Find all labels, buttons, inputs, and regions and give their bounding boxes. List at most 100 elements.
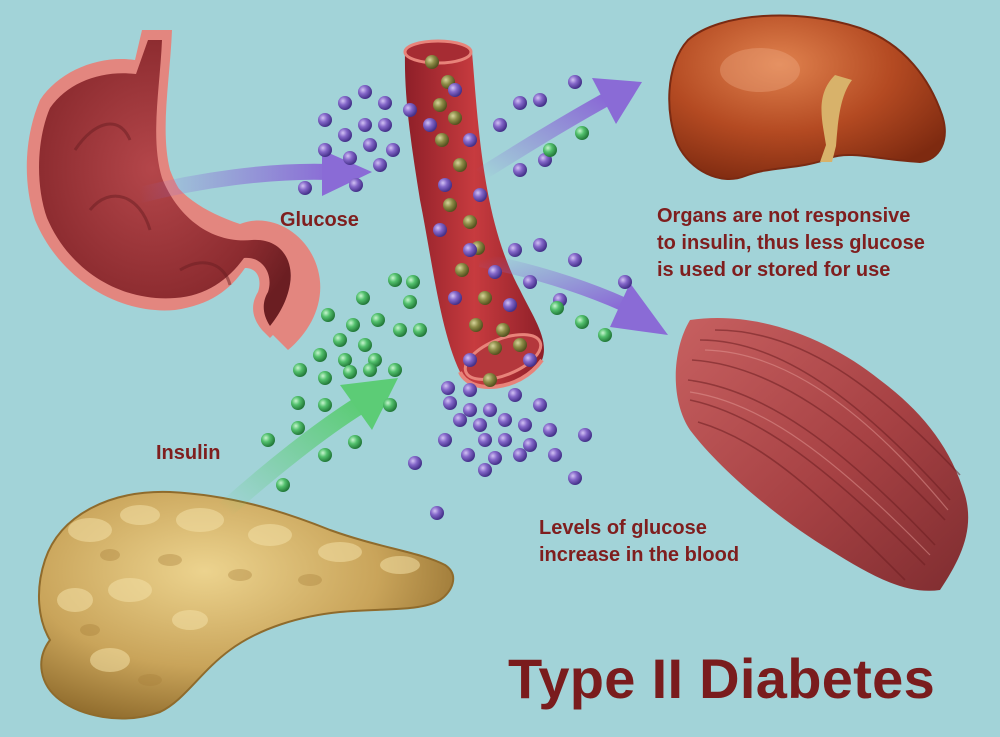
liver-icon <box>668 14 946 181</box>
blood-molecule <box>455 263 469 277</box>
glucose-molecule <box>478 463 492 477</box>
blood-molecule <box>463 353 477 367</box>
glucose-molecule <box>463 403 477 417</box>
glucose-molecule <box>493 118 507 132</box>
insulin-molecule <box>358 338 372 352</box>
blood-molecule <box>503 298 517 312</box>
glucose-molecule <box>578 428 592 442</box>
glucose-molecule <box>478 433 492 447</box>
pancreas-to-blood-arrow <box>219 378 398 517</box>
blood-molecule <box>488 265 502 279</box>
insulin-molecule <box>333 333 347 347</box>
insulin-molecules <box>261 126 612 492</box>
glucose-molecule <box>473 418 487 432</box>
glucose-molecule <box>463 383 477 397</box>
glucose-molecule <box>533 238 547 252</box>
insulin-molecule <box>406 275 420 289</box>
insulin-molecule <box>343 365 357 379</box>
glucose-molecule <box>508 388 522 402</box>
insulin-molecule <box>388 363 402 377</box>
glucose-molecule <box>568 75 582 89</box>
blood-molecule <box>448 83 462 97</box>
glucose-molecule <box>513 96 527 110</box>
glucose-molecule <box>498 413 512 427</box>
blood-molecule <box>496 323 510 337</box>
glucose-molecules <box>298 75 632 520</box>
blood-vessel-icon <box>403 39 544 389</box>
blood-description: Levels of glucose increase in the blood <box>539 515 739 569</box>
blood-molecule <box>478 291 492 305</box>
blood-molecule <box>438 178 452 192</box>
glucose-molecule <box>513 163 527 177</box>
glucose-molecule <box>513 448 527 462</box>
glucose-molecule <box>568 471 582 485</box>
glucose-molecule <box>523 275 537 289</box>
glucose-molecule <box>298 181 312 195</box>
insulin-molecule <box>550 301 564 315</box>
insulin-molecule <box>383 398 397 412</box>
organs-line-3: is used or stored for use <box>657 259 891 281</box>
insulin-molecule <box>403 295 417 309</box>
blood-molecule <box>425 55 439 69</box>
insulin-molecule <box>276 478 290 492</box>
blood-molecule <box>423 118 437 132</box>
blood-molecule <box>469 318 483 332</box>
blood-molecule <box>463 133 477 147</box>
glucose-molecule <box>378 96 392 110</box>
glucose-molecule <box>533 93 547 107</box>
insulin-molecule <box>371 313 385 327</box>
blood-molecule <box>433 98 447 112</box>
glucose-molecule <box>443 396 457 410</box>
glucose-molecule <box>378 118 392 132</box>
insulin-molecule <box>575 315 589 329</box>
insulin-molecule <box>363 363 377 377</box>
blood-molecule <box>443 198 457 212</box>
insulin-label: Insulin <box>156 442 221 464</box>
insulin-molecule <box>388 273 402 287</box>
insulin-molecule <box>291 421 305 435</box>
glucose-molecule <box>568 253 582 267</box>
blood-molecule <box>448 291 462 305</box>
glucose-molecule <box>338 128 352 142</box>
insulin-molecule <box>318 448 332 462</box>
glucose-molecule <box>318 143 332 157</box>
blood-molecule <box>513 338 527 352</box>
blood-molecule <box>435 133 449 147</box>
stomach-to-blood-arrow <box>138 150 372 203</box>
blood-line-1: Levels of glucose <box>539 517 707 539</box>
blood-line-2: increase in the blood <box>539 544 740 566</box>
glucose-molecule <box>488 451 502 465</box>
glucose-label: Glucose <box>280 209 359 231</box>
insulin-molecule <box>313 348 327 362</box>
insulin-molecule <box>598 328 612 342</box>
blood-molecule <box>433 223 447 237</box>
glucose-molecule <box>533 398 547 412</box>
glucose-molecule <box>363 138 377 152</box>
glucose-molecule <box>483 403 497 417</box>
insulin-molecule <box>293 363 307 377</box>
glucose-molecule <box>403 103 417 117</box>
insulin-molecule <box>356 291 370 305</box>
blood-molecule <box>473 188 487 202</box>
glucose-molecule <box>386 143 400 157</box>
glucose-molecule <box>343 151 357 165</box>
glucose-molecule <box>618 275 632 289</box>
organs-description: Organs are not responsive to insulin, th… <box>657 203 925 284</box>
insulin-molecule <box>291 396 305 410</box>
blood-to-muscle-arrow <box>478 253 668 335</box>
blood-molecule <box>463 243 477 257</box>
glucose-molecule <box>349 178 363 192</box>
glucose-molecule <box>438 433 452 447</box>
glucose-molecule <box>518 418 532 432</box>
glucose-molecule <box>548 448 562 462</box>
insulin-molecule <box>575 126 589 140</box>
glucose-molecule <box>461 448 475 462</box>
glucose-molecule <box>358 118 372 132</box>
blood-molecules <box>423 55 537 387</box>
pancreas-icon <box>37 490 455 720</box>
glucose-molecule <box>338 96 352 110</box>
insulin-molecule <box>318 398 332 412</box>
insulin-molecule <box>261 433 275 447</box>
